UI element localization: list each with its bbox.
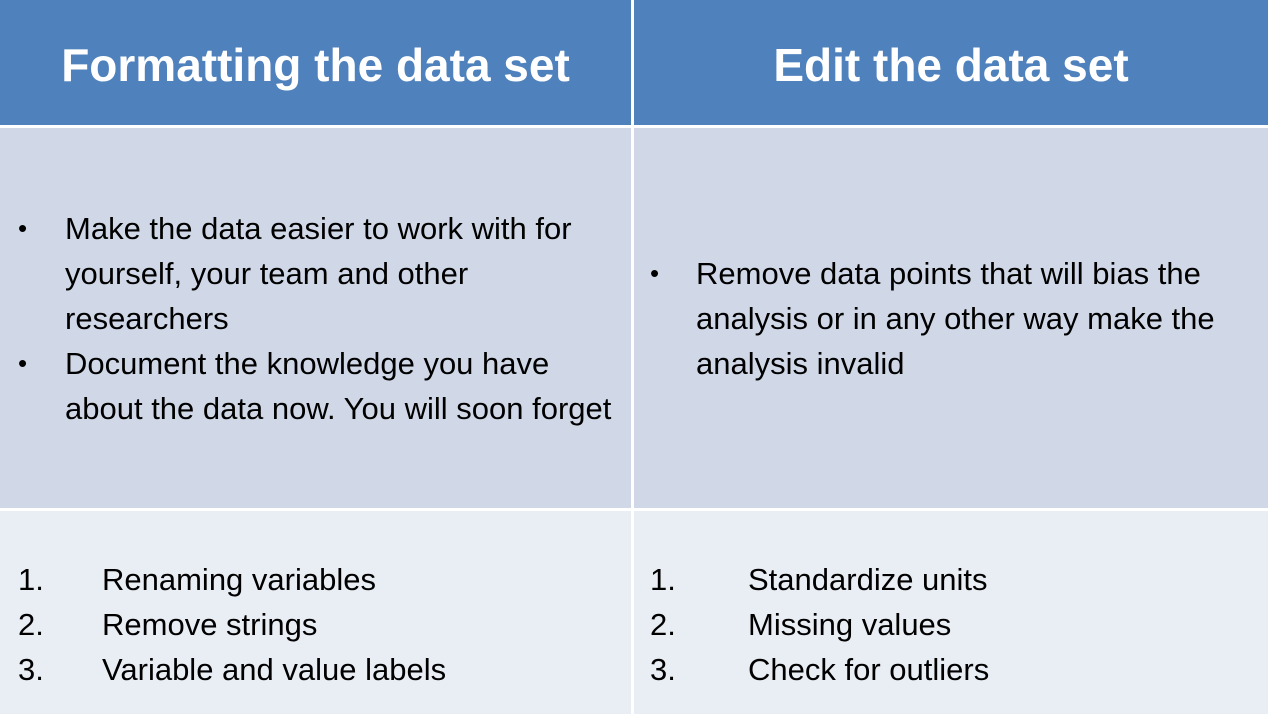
edit-description-cell: • Remove data points that will bias the …: [634, 128, 1268, 508]
step-label: Variable and value labels: [102, 652, 447, 687]
header-formatting: Formatting the data set: [0, 0, 631, 125]
step-label: Check for outliers: [748, 652, 990, 687]
bullet-text: Remove data points that will bias the an…: [696, 255, 1215, 381]
step-number: 3.: [650, 652, 676, 687]
bullet-text: Document the knowledge you have about th…: [65, 345, 612, 426]
formatting-steps-cell: 1. Renaming variables 2. Remove strings …: [0, 511, 631, 714]
header-edit: Edit the data set: [634, 0, 1268, 125]
step-label: Renaming variables: [102, 562, 376, 597]
bullet-icon: •: [18, 347, 28, 378]
edit-steps-cell: 1. Standardize units 2. Missing values 3…: [634, 511, 1268, 714]
header-formatting-label: Formatting the data set: [61, 38, 570, 91]
step-label: Standardize units: [748, 562, 988, 597]
step-number: 3.: [18, 652, 44, 687]
list-item: • Make the data easier to work with for …: [18, 206, 625, 341]
step-number: 2.: [18, 607, 44, 642]
edit-bullet-list: • Remove data points that will bias the …: [634, 251, 1236, 386]
step-number: 1.: [650, 562, 676, 597]
step-number: 1.: [18, 562, 44, 597]
list-item: • Document the knowledge you have about …: [18, 341, 625, 431]
bullet-icon: •: [650, 257, 660, 288]
list-item: • Remove data points that will bias the …: [650, 251, 1236, 386]
step-label: Missing values: [748, 607, 952, 642]
formatting-description-cell: • Make the data easier to work with for …: [0, 128, 631, 508]
step-number: 2.: [650, 607, 676, 642]
step-label: Remove strings: [102, 607, 318, 642]
bullet-icon: •: [18, 212, 28, 243]
bullet-text: Make the data easier to work with for yo…: [65, 210, 572, 336]
header-edit-label: Edit the data set: [773, 38, 1129, 91]
formatting-bullet-list: • Make the data easier to work with for …: [0, 206, 625, 431]
